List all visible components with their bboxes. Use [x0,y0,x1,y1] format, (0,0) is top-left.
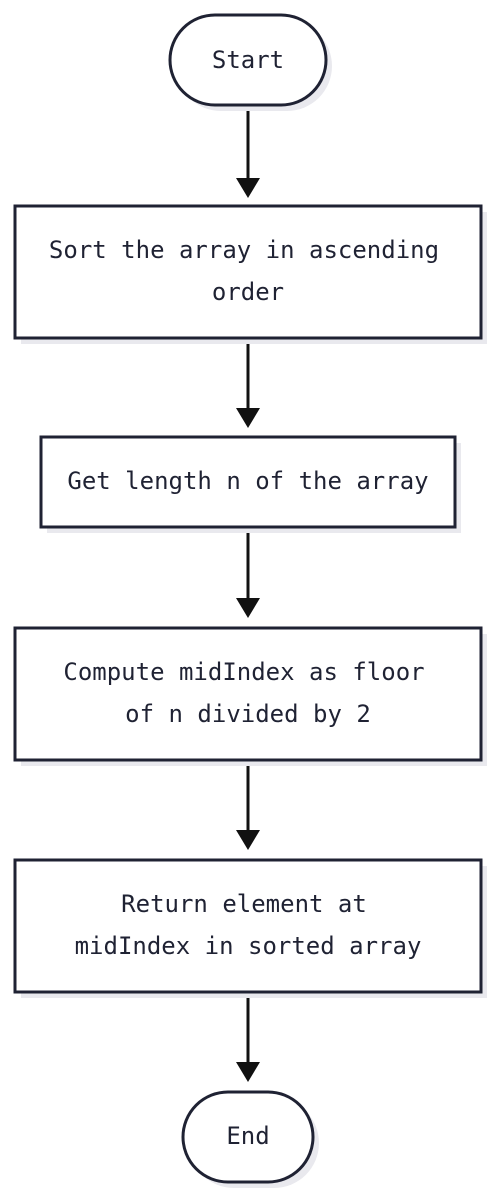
sort-array-node-label-line-2: order [212,278,284,306]
sort-array-node-label-line-1: Sort the array in ascending [49,236,439,264]
compute-mid-index-node-label-line-2: of n divided by 2 [125,700,371,728]
return-element-node-label-line-2: midIndex in sorted array [75,932,422,960]
return-element-node-label-line-1: Return element at [121,890,367,918]
edge-start-to-sort [236,106,260,198]
edge-return-to-end [236,992,260,1082]
start-node: Start [168,13,332,111]
edge-sort-to-length [236,338,260,428]
start-node-label: Start [212,46,284,74]
compute-mid-index-node-label-line-1: Compute midIndex as floor [63,658,424,686]
edge-mid-to-return [236,760,260,850]
return-element-node: Return element at midIndex in sorted arr… [13,858,487,998]
get-length-node: Get length n of the array [39,435,461,533]
edge-length-to-mid [236,528,260,618]
end-node: End [181,1090,319,1188]
get-length-node-label: Get length n of the array [67,467,428,495]
compute-mid-index-node: Compute midIndex as floor of n divided b… [13,626,487,766]
sort-array-node: Sort the array in ascending order [13,204,487,344]
end-node-label: End [226,1122,269,1150]
